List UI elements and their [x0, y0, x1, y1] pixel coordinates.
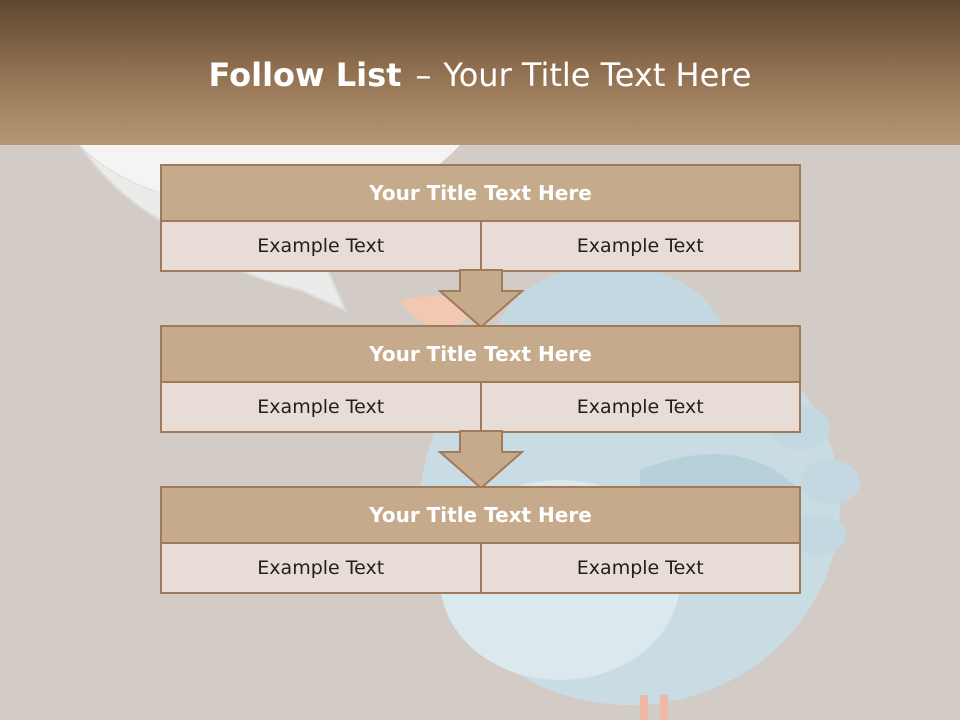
flow-block-3: Your Title Text Here Example Text Exampl… — [160, 486, 801, 594]
block-cell-right: Example Text — [481, 544, 801, 594]
block-title: Your Title Text Here — [160, 164, 801, 222]
flow-block-1: Your Title Text Here Example Text Exampl… — [160, 164, 801, 272]
title-separator: – — [415, 56, 432, 94]
block-title: Your Title Text Here — [160, 325, 801, 383]
block-title: Your Title Text Here — [160, 486, 801, 544]
slide-header — [0, 0, 960, 145]
block-cell-right: Example Text — [481, 383, 801, 433]
block-row: Example Text Example Text — [160, 383, 801, 433]
slide-title: Follow List–Your Title Text Here — [0, 52, 960, 98]
down-arrow-icon — [438, 269, 524, 329]
tail-feather — [790, 515, 846, 555]
block-row: Example Text Example Text — [160, 544, 801, 594]
block-cell-left: Example Text — [160, 544, 482, 594]
block-cell-right: Example Text — [481, 222, 801, 272]
down-arrow-icon — [438, 430, 524, 490]
bird-leg — [640, 695, 648, 720]
tail-feather — [800, 460, 860, 504]
flow-block-2: Your Title Text Here Example Text Exampl… — [160, 325, 801, 433]
block-cell-left: Example Text — [160, 222, 482, 272]
title-rest: Your Title Text Here — [443, 56, 752, 94]
block-row: Example Text Example Text — [160, 222, 801, 272]
block-cell-left: Example Text — [160, 383, 482, 433]
bird-leg — [660, 695, 668, 720]
title-bold-part: Follow List — [208, 56, 402, 94]
